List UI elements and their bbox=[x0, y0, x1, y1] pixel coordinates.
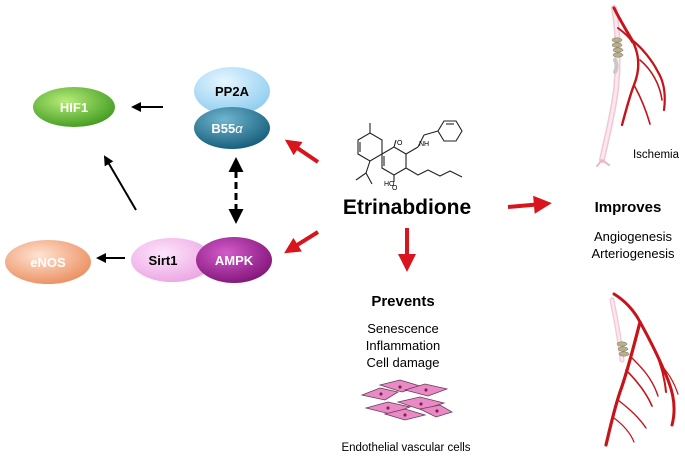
atom-ho: HO bbox=[384, 181, 395, 188]
endothelial-cells-illustration bbox=[360, 379, 453, 421]
red-arrow-to-b55 bbox=[284, 139, 320, 164]
molecule-structure bbox=[355, 120, 463, 185]
drug-name: Etrinabdione bbox=[343, 196, 471, 219]
cells-caption: Endothelial vascular cells bbox=[341, 442, 470, 454]
enos-node: eNOS bbox=[5, 240, 91, 284]
hif1-label: HIF1 bbox=[60, 100, 88, 115]
svg-text:B55α: B55α bbox=[211, 121, 243, 136]
ampk-node: AMPK bbox=[196, 237, 272, 283]
ischemia-label: Ischemia bbox=[633, 149, 680, 161]
sirt1-node: Sirt1 bbox=[131, 238, 213, 282]
improves-item-angiogenesis: Angiogenesis bbox=[594, 229, 673, 244]
hif1-node: HIF1 bbox=[33, 87, 115, 127]
arrow-sirt1-to-hif1 bbox=[103, 155, 137, 211]
atom-o-top: O bbox=[397, 140, 403, 147]
prevents-title: Prevents bbox=[371, 293, 434, 310]
b55-greek: α bbox=[235, 121, 243, 136]
prevents-item-senescence: Senescence bbox=[367, 321, 439, 336]
red-arrow-to-ampk bbox=[284, 230, 320, 254]
enos-label: eNOS bbox=[30, 255, 66, 270]
ischemic-vessel-illustration bbox=[596, 5, 666, 167]
improved-vessel-illustration bbox=[604, 292, 679, 447]
pp2a-node: PP2A bbox=[194, 67, 270, 115]
red-arrow-to-prevents bbox=[398, 228, 416, 272]
ampk-label: AMPK bbox=[215, 253, 254, 268]
atom-nh: NH bbox=[419, 141, 429, 148]
pp2a-label: PP2A bbox=[215, 84, 250, 99]
b55-node: B55α bbox=[194, 107, 270, 149]
improves-title: Improves bbox=[595, 199, 662, 216]
red-arrow-to-improves bbox=[507, 195, 552, 214]
prevents-item-cell-damage: Cell damage bbox=[367, 355, 440, 370]
molecule-atom-labels: HO O O NH bbox=[384, 140, 429, 192]
prevents-item-inflammation: Inflammation bbox=[366, 338, 440, 353]
improves-item-arteriogenesis: Arteriogenesis bbox=[591, 246, 675, 261]
sirt1-label: Sirt1 bbox=[149, 253, 178, 268]
b55-label: B55 bbox=[211, 121, 235, 136]
atom-o-bottom: O bbox=[392, 185, 398, 192]
